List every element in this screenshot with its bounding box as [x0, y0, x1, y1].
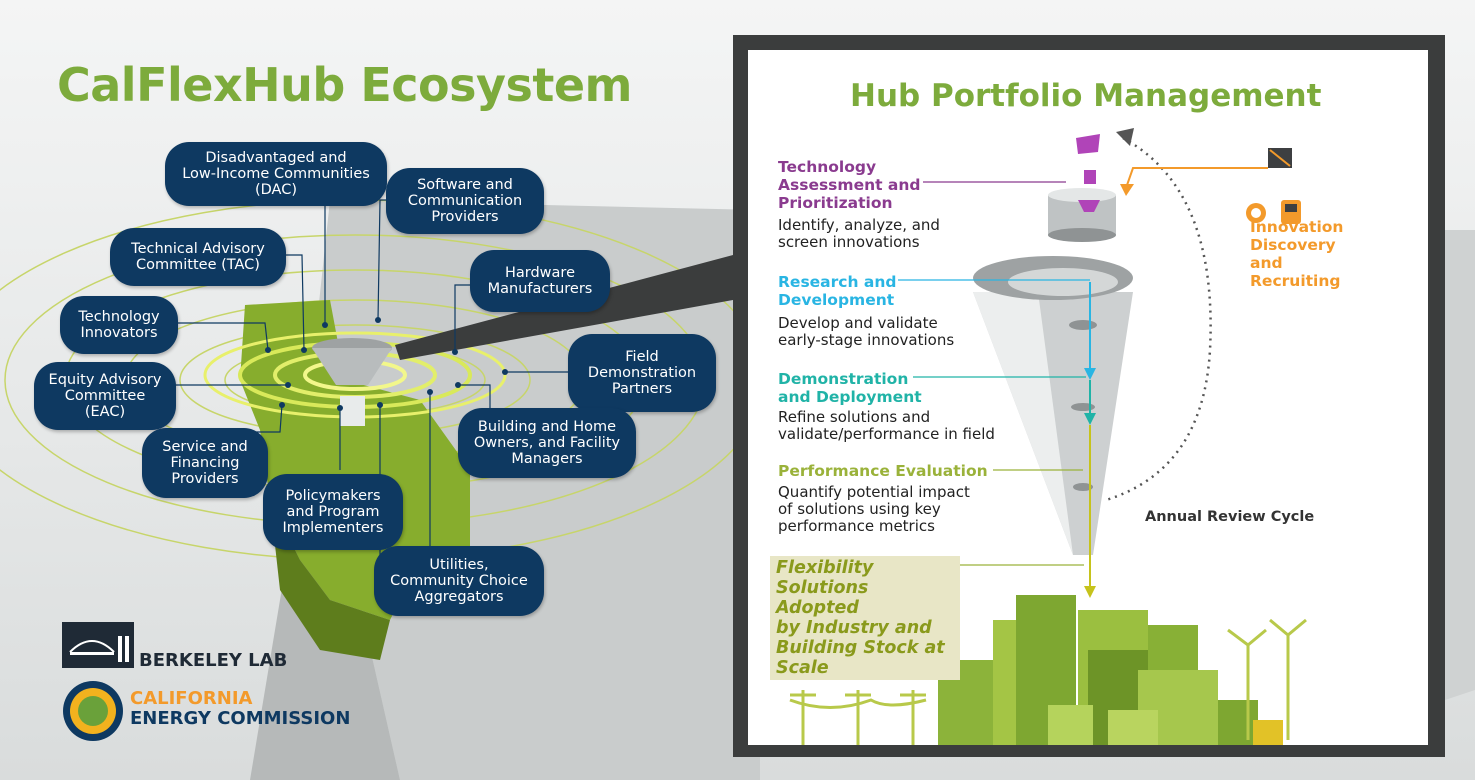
stakeholder-policymakers: Policymakers and Program Implementers [263, 474, 403, 550]
stakeholder-label: Hardware Manufacturers [487, 265, 593, 297]
stage-eval-heading: Performance Evaluation [778, 462, 988, 480]
stage-demo-desc: Refine solutions and validate/performanc… [778, 408, 995, 443]
annual-review-loop [1105, 136, 1212, 502]
stakeholder-label: Disadvantaged and Low-Income Communities… [182, 150, 370, 198]
wind-turbines [1227, 618, 1307, 740]
cec-seal-icon [63, 681, 123, 741]
stage-rd-desc: Develop and validate early-stage innovat… [778, 314, 955, 349]
berkeley-lab-logo-icon [62, 622, 134, 668]
stakeholder-label: Policymakers and Program Implementers [282, 488, 384, 536]
flow-arrowhead-demo [1084, 413, 1096, 425]
stakeholder-label: Equity Advisory Committee (EAC) [48, 372, 162, 420]
stakeholder-innovators: Technology Innovators [60, 296, 178, 354]
stakeholder-building-owners: Building and Home Owners, and Facility M… [458, 408, 636, 478]
stakeholder-tac: Technical Advisory Committee (TAC) [110, 228, 286, 286]
stage-rd-heading: Research and Development [778, 273, 897, 309]
connector-dots [265, 317, 508, 411]
stakeholder-label: Utilities, Community Choice Aggregators [390, 557, 528, 605]
power-poles [789, 690, 927, 745]
cec-label-line2: ENERGY COMMISSION [130, 708, 351, 729]
stage-demo-heading: Demonstration and Deployment [778, 370, 922, 406]
stakeholder-label: Technology Innovators [78, 309, 160, 341]
annual-review-label: Annual Review Cycle [1145, 509, 1315, 525]
innovation-input-icon [1076, 134, 1100, 212]
portfolio-panel: Hub Portfolio Management Technology Asse… [748, 50, 1428, 745]
stakeholder-utilities: Utilities, Community Choice Aggregators [374, 546, 544, 616]
stakeholder-hardware: Hardware Manufacturers [470, 250, 610, 312]
stakeholder-software: Software and Communication Providers [386, 168, 544, 234]
cec-label-line1: CALIFORNIA [130, 688, 253, 709]
flow-arrowhead-rd [1084, 368, 1096, 380]
funnel-illustration [789, 128, 1307, 745]
stakeholder-label: Software and Communication Providers [407, 177, 523, 225]
cityscape [938, 595, 1283, 745]
stakeholder-field: Field Demonstration Partners [568, 334, 716, 412]
california-map-side [270, 500, 390, 660]
stakeholder-eac: Equity Advisory Committee (EAC) [34, 362, 176, 430]
flow-arrowhead-eval [1084, 586, 1096, 598]
stakeholder-label: Field Demonstration Partners [587, 349, 697, 397]
stakeholder-label: Service and Financing Providers [162, 439, 248, 487]
stage-eval-desc: Quantify potential impact of solutions u… [778, 483, 970, 535]
innovation-arrow [1125, 167, 1268, 189]
innovation-discovery-label: Innovation Discovery and Recruiting [1250, 218, 1344, 290]
mini-funnel-body [312, 348, 392, 385]
stakeholder-label: Technical Advisory Committee (TAC) [131, 241, 265, 273]
stakeholder-label: Building and Home Owners, and Facility M… [473, 419, 621, 467]
outcome-label: Flexibility Solutions Adopted by Industr… [770, 556, 960, 680]
stakeholder-service: Service and Financing Providers [142, 428, 268, 498]
ecosystem-title: CalFlexHub Ecosystem [57, 58, 632, 112]
mini-funnel-spout [340, 396, 365, 426]
stage-tech-heading: Technology Assessment and Prioritization [778, 158, 921, 212]
annual-review-arrowhead [1116, 128, 1134, 146]
innovation-arrowhead [1120, 184, 1134, 196]
portfolio-title: Hub Portfolio Management [850, 78, 1322, 114]
stage-tech-desc: Identify, analyze, and screen innovation… [778, 216, 940, 251]
innovation-devices-icon [1246, 148, 1301, 224]
stakeholder-dac: Disadvantaged and Low-Income Communities… [165, 142, 387, 206]
terrain-right [1445, 230, 1475, 700]
hub-funnel [973, 188, 1133, 555]
berkeley-lab-label: BERKELEY LAB [139, 650, 288, 671]
